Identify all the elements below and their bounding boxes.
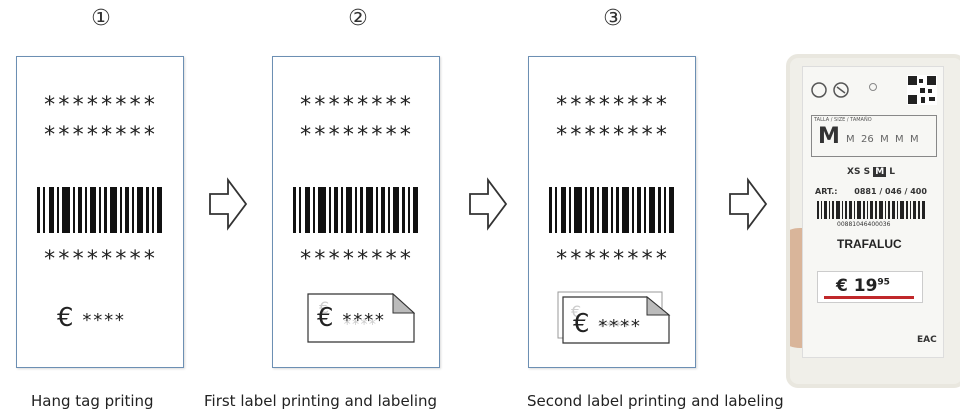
- real-tag-photo: TALLA / SIZE / TAMAÑO M M 26 M M M XS S …: [786, 54, 960, 388]
- price-stars: ****: [597, 316, 641, 337]
- sticker-peel-icon: € ****: [557, 291, 671, 344]
- stars-line-bottom: ********: [299, 247, 413, 272]
- arrow-right-icon: [729, 177, 768, 231]
- size-xs: XS: [847, 167, 861, 177]
- tag-barcode: [817, 201, 925, 219]
- art-line: ART.: 0881 / 046 / 400: [815, 187, 927, 196]
- sticker-peel-icon: € ****: [307, 293, 415, 343]
- size-s: S: [863, 167, 871, 177]
- stars-line-top: ********: [555, 93, 669, 118]
- size-l: L: [889, 167, 896, 177]
- arrow-right-icon: [209, 177, 248, 231]
- step-number-3: ③: [603, 6, 623, 31]
- euro-symbol: €: [317, 303, 334, 333]
- art-label: ART.:: [815, 187, 838, 196]
- hang-tag-card-1: ******** ******** ******** € ****: [16, 56, 184, 368]
- barcode: [37, 187, 162, 233]
- size-row: M 26 M M M: [846, 134, 919, 145]
- euro-symbol: €: [57, 303, 74, 333]
- price-line: € ****: [57, 303, 125, 333]
- arrow-right-icon: [469, 177, 508, 231]
- size-box: TALLA / SIZE / TAMAÑO M M 26 M M M: [811, 115, 937, 157]
- stars-line-mid: ********: [299, 123, 413, 148]
- euro-symbol: €: [573, 309, 590, 339]
- stars-line-top: ********: [43, 93, 157, 118]
- hang-tag-card-2: ******** ******** ******** € **** € ****: [272, 56, 440, 368]
- svg-text:****: ****: [597, 319, 631, 335]
- art-number: 0881 / 046 / 400: [854, 187, 927, 196]
- stars-line-bottom: ********: [43, 247, 157, 272]
- barcode-number: 00881046400036: [837, 221, 891, 228]
- size-letter: M: [818, 124, 840, 149]
- price-stars: ****: [81, 310, 125, 331]
- step-number-1: ①: [91, 6, 111, 31]
- hang-hole: [869, 83, 877, 91]
- qr-code-icon: [907, 75, 937, 105]
- sizes-row: XS S M L: [847, 167, 895, 177]
- step-number-2: ②: [348, 6, 368, 31]
- barcode: [549, 187, 674, 233]
- price-line: € ****: [573, 309, 641, 339]
- price-line: € ****: [317, 303, 385, 333]
- size-m: M: [873, 167, 887, 177]
- recycle-icon: [811, 82, 849, 98]
- price-main: € 19: [836, 276, 878, 296]
- price-cents: 95: [877, 277, 890, 288]
- tag-body: TALLA / SIZE / TAMAÑO M M 26 M M M XS S …: [802, 66, 944, 358]
- price-value: € 1995: [836, 276, 890, 296]
- size-header: TALLA / SIZE / TAMAÑO: [814, 117, 872, 123]
- hang-tag-card-3: ******** ******** ******** € **** € ****: [528, 56, 696, 368]
- svg-text:€: €: [571, 302, 581, 321]
- caption-step-3: Second label printing and labeling: [527, 392, 784, 410]
- price-stars: ****: [341, 310, 385, 331]
- caption-step-1: Hang tag priting: [31, 392, 154, 410]
- brand-name: TRAFALUC: [837, 237, 902, 251]
- stars-line-top: ********: [299, 93, 413, 118]
- eac-mark: EAC: [917, 335, 937, 345]
- svg-text:****: ****: [343, 317, 377, 333]
- stars-line-mid: ********: [555, 123, 669, 148]
- barcode: [293, 187, 418, 233]
- stars-line-mid: ********: [43, 123, 157, 148]
- price-sticker: € 1995: [817, 271, 923, 303]
- price-underline: [824, 296, 914, 299]
- stars-line-bottom: ********: [555, 247, 669, 272]
- caption-step-2: First label printing and labeling: [204, 392, 438, 410]
- svg-text:€: €: [319, 298, 329, 317]
